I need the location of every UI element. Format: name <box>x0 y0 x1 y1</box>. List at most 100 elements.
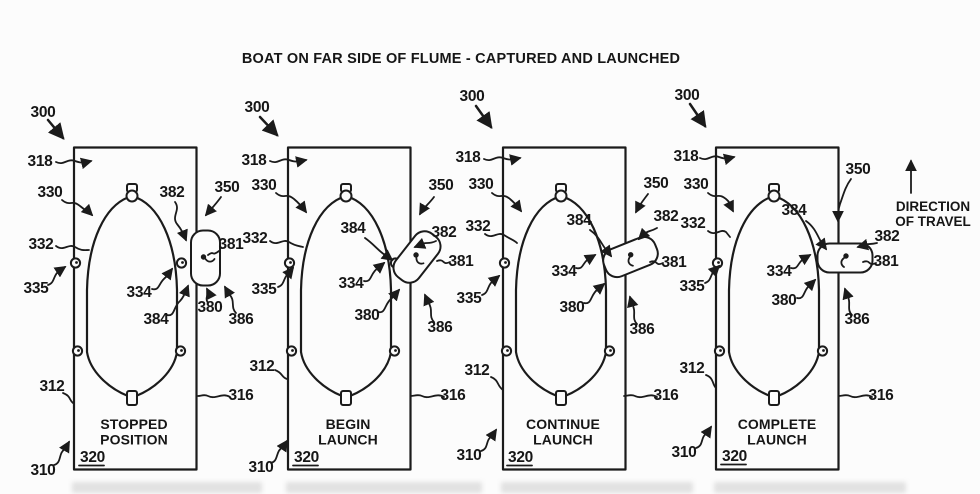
stage-caption-line2: LAUNCH <box>533 432 593 448</box>
leader-380 <box>583 282 606 305</box>
leader-330 <box>275 192 308 214</box>
leader-310 <box>695 425 712 449</box>
leader-332 <box>484 233 518 244</box>
flume-wall-rect <box>286 146 412 471</box>
leader-381 <box>207 250 220 256</box>
scan-artifact <box>714 482 906 493</box>
ref-330: 330 <box>38 184 63 201</box>
ref-381: 381 <box>662 254 688 271</box>
ref-381: 381 <box>874 253 900 270</box>
ref-300: 300 <box>460 88 485 105</box>
leader-318 <box>483 154 522 166</box>
ref-312: 312 <box>250 358 275 375</box>
stage-caption-line2: POSITION <box>100 432 168 448</box>
leader-318 <box>269 156 308 168</box>
leader-312 <box>62 392 74 404</box>
ref-300: 300 <box>245 99 270 116</box>
ref-312: 312 <box>40 378 65 395</box>
leader-382 <box>637 227 658 241</box>
leader-335 <box>47 266 67 286</box>
ref-334: 334 <box>552 263 578 280</box>
capture-mechanism <box>598 232 663 282</box>
flume-wall-rect <box>501 146 627 471</box>
ref-350: 350 <box>429 177 454 194</box>
leader-386 <box>842 287 854 316</box>
direction-of-travel: DIRECTION OF TRAVEL <box>895 159 971 229</box>
ref-300: 300 <box>675 87 700 104</box>
ref-350: 350 <box>644 175 669 192</box>
boat-outline <box>283 182 402 407</box>
leader-350 <box>204 196 222 217</box>
ref-382: 382 <box>875 228 900 245</box>
direction-label-line2: OF TRAVEL <box>895 214 971 229</box>
leader-386 <box>423 293 435 323</box>
ref-386: 386 <box>845 311 871 328</box>
leader-300 <box>46 118 65 140</box>
leader-312 <box>705 374 717 389</box>
leader-334 <box>575 254 597 270</box>
leader-382 <box>174 201 188 242</box>
ref-382: 382 <box>654 208 679 225</box>
leader-384 <box>805 220 828 251</box>
ref-312: 312 <box>465 362 490 379</box>
ref-318: 318 <box>674 148 700 165</box>
ref-318: 318 <box>456 149 482 166</box>
figure-title: BOAT ON FAR SIDE OF FLUME - CAPTURED AND… <box>242 51 680 67</box>
panel-continue-launch: 300 318 330 332 335 334 384 382 350 381 … <box>456 88 688 471</box>
leader-316 <box>197 394 231 399</box>
leader-310 <box>53 440 70 466</box>
ref-312: 312 <box>680 360 705 377</box>
leader-381 <box>436 259 451 265</box>
ref-330: 330 <box>469 176 494 193</box>
leader-350 <box>635 193 649 214</box>
leader-310 <box>270 439 288 464</box>
ref-332: 332 <box>243 230 268 247</box>
leader-316 <box>623 394 658 399</box>
leader-335 <box>704 264 721 284</box>
leader-lines <box>688 102 878 449</box>
ref-380: 380 <box>198 299 223 316</box>
leader-381 <box>649 260 664 266</box>
leader-380 <box>205 287 217 304</box>
ref-334: 334 <box>127 284 153 301</box>
ref-380: 380 <box>355 307 380 324</box>
ref-332: 332 <box>681 215 706 232</box>
ref-300: 300 <box>31 104 56 121</box>
leader-350 <box>832 178 852 223</box>
leader-312 <box>274 369 288 380</box>
leader-lines <box>474 104 664 452</box>
ref-334: 334 <box>339 275 365 292</box>
ref-381: 381 <box>219 236 245 253</box>
leader-380 <box>796 278 817 300</box>
stage-caption-line1: CONTINUE <box>526 416 600 432</box>
boat-outline <box>498 182 617 407</box>
scan-artifact <box>72 482 262 493</box>
ref-384: 384 <box>144 311 170 328</box>
leader-335 <box>277 266 295 288</box>
leader-330 <box>491 192 523 213</box>
ref-310: 310 <box>249 459 274 476</box>
boat-outline <box>711 182 830 407</box>
ref-318: 318 <box>28 153 54 170</box>
ref-320: 320 <box>294 449 319 466</box>
leader-350 <box>419 196 435 216</box>
leader-334 <box>790 254 812 270</box>
ref-334: 334 <box>767 263 793 280</box>
direction-label-line1: DIRECTION <box>896 199 970 214</box>
ref-335: 335 <box>252 281 278 298</box>
ref-335: 335 <box>457 290 483 307</box>
leader-332 <box>707 230 731 238</box>
ref-332: 332 <box>466 218 491 235</box>
ref-382: 382 <box>160 184 185 201</box>
ref-320: 320 <box>722 448 747 465</box>
stage-caption-line1: COMPLETE <box>738 416 817 432</box>
capture-mechanism <box>190 229 221 287</box>
ref-310: 310 <box>31 462 56 479</box>
ref-316: 316 <box>869 387 895 404</box>
scan-artifact <box>72 482 906 493</box>
ref-335: 335 <box>24 280 50 297</box>
leader-332 <box>55 245 90 252</box>
ref-386: 386 <box>428 319 454 336</box>
ref-310: 310 <box>672 444 697 461</box>
leader-382 <box>856 238 878 251</box>
